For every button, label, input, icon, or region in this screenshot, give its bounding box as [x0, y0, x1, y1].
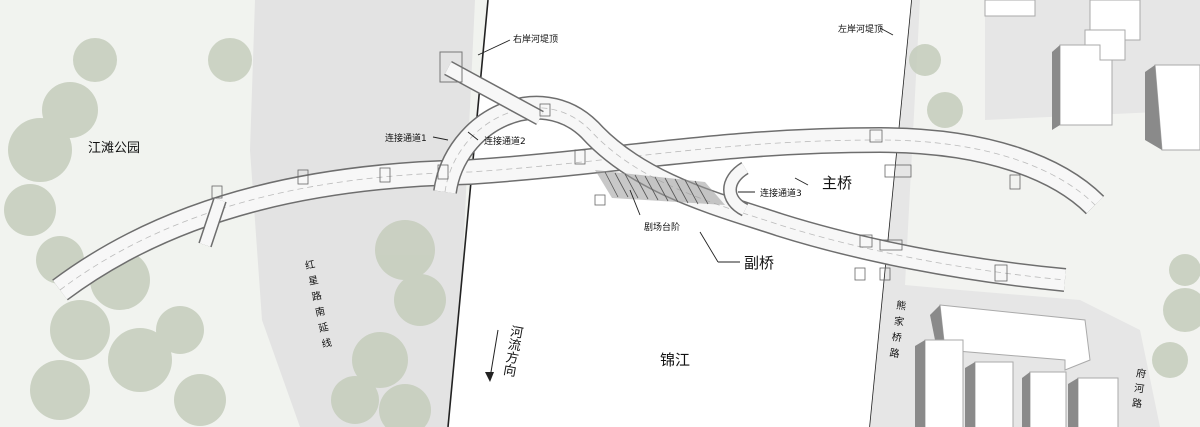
- river-name-label: 锦江: [660, 351, 690, 369]
- flow-direction-arrow: [485, 329, 499, 382]
- right-bank-line: [447, 0, 489, 427]
- buildings-top-right: [984, 0, 1200, 151]
- main-bridge-label: 主桥: [822, 174, 852, 192]
- buildings-bottom-right: [915, 304, 1119, 427]
- right-bank-land: [905, 0, 1200, 427]
- leader-lines: [432, 27, 894, 263]
- theater-steps-label: 剧场台阶: [644, 221, 680, 233]
- connector-ramp-3: [723, 162, 750, 217]
- connector-3-label: 连接通道3: [760, 187, 802, 199]
- theater-steps: [595, 170, 725, 205]
- connector-ramp-1: [439, 51, 544, 126]
- secondary-bridge-label: 副桥: [744, 254, 774, 272]
- left-bank-label: 左岸河堤顶: [838, 23, 883, 35]
- main-bridge-stub: [198, 197, 227, 248]
- pier-markers: [211, 103, 1021, 282]
- park-label: 江滩公园: [88, 141, 140, 156]
- tree-canopies: [4, 38, 1200, 427]
- connector-1-label: 连接通道1: [385, 132, 427, 144]
- connector-2-label: 连接通道2: [484, 135, 526, 147]
- right-bank-label: 右岸河堤顶: [513, 33, 558, 45]
